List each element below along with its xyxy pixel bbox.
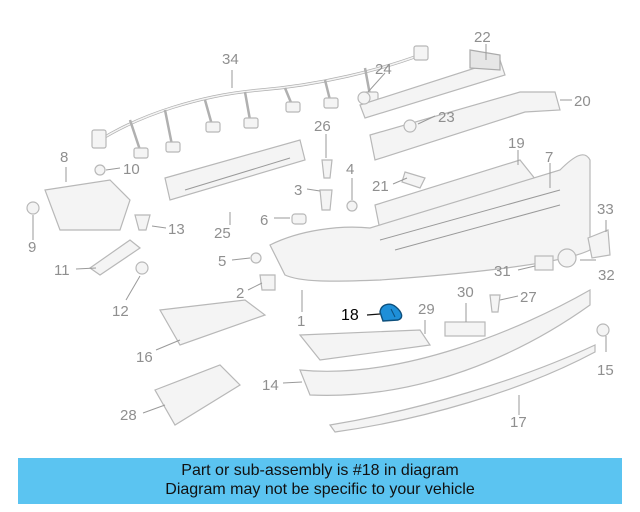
callout-24: 24: [375, 61, 392, 78]
callout-1: 1: [297, 313, 305, 330]
callout-20: 20: [574, 93, 591, 110]
callout-17: 17: [510, 414, 527, 431]
upper-absorber-drawing: [359, 49, 561, 231]
caption-line-1: Part or sub-assembly is #18 in diagram: [181, 462, 459, 479]
caption-banner: Part or sub-assembly is #18 in diagram D…: [18, 458, 622, 504]
callout-31: 31: [494, 263, 511, 280]
lower-trim-drawing: [298, 288, 596, 433]
callout-4: 4: [346, 161, 354, 178]
callout-33: 33: [597, 201, 614, 218]
callout-11: 11: [54, 262, 70, 279]
callout-6: 6: [260, 212, 268, 229]
callout-13: 13: [168, 221, 185, 238]
fasteners-drawing: [26, 91, 610, 337]
left-lower-parts-drawing: [88, 239, 267, 426]
callout-29: 29: [418, 301, 435, 318]
right-parts-drawing: [534, 229, 611, 271]
callout-27: 27: [520, 289, 537, 306]
callout-25: 25: [214, 225, 231, 242]
carrier-drawing: [164, 139, 306, 201]
callout-18: 18: [341, 307, 359, 324]
left-bracket-drawing: [44, 179, 131, 231]
caption-line-2: Diagram may not be specific to your vehi…: [165, 481, 475, 498]
callout-5: 5: [218, 253, 226, 270]
callout-23: 23: [438, 109, 455, 126]
callout-28: 28: [120, 407, 137, 424]
callout-32: 32: [598, 267, 615, 284]
callout-30: 30: [457, 284, 474, 301]
callout-26: 26: [314, 118, 331, 135]
callout-7: 7: [545, 149, 553, 166]
leader-lines: [32, 44, 607, 415]
callout-34: 34: [222, 51, 239, 68]
callout-19: 19: [508, 135, 525, 152]
callout-3: 3: [294, 182, 302, 199]
callout-9: 9: [28, 239, 36, 256]
callout-10: 10: [123, 161, 140, 178]
callout-2: 2: [236, 285, 244, 302]
callout-22: 22: [474, 29, 491, 46]
wiring-harness-drawing: [91, 45, 429, 159]
callout-14: 14: [262, 377, 279, 394]
callout-15: 15: [597, 362, 614, 379]
highlighted-part-18[interactable]: [379, 303, 403, 322]
callout-labels: 1 2 3 4 5 6 7 8 9 10 11 12 13 14 15 16 1…: [28, 29, 615, 431]
callout-16: 16: [136, 349, 153, 366]
callout-21: 21: [372, 178, 389, 195]
callout-12: 12: [112, 303, 129, 320]
bumper-cover-drawing: [269, 154, 591, 282]
callout-8: 8: [60, 149, 68, 166]
